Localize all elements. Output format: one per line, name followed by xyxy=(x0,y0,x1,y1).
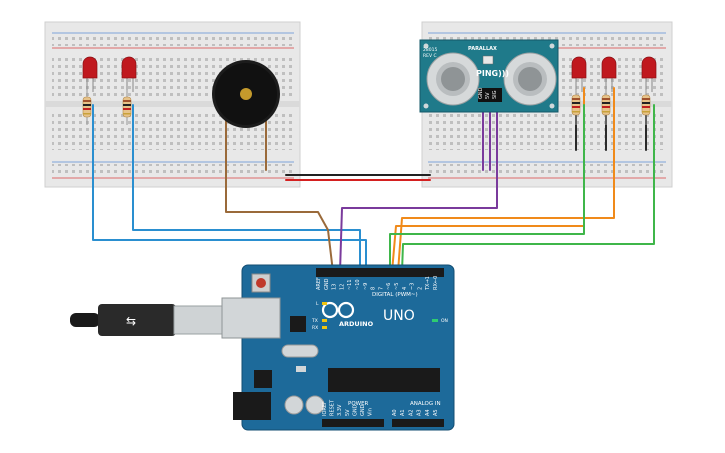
power-pin-label-5: GND xyxy=(360,404,366,416)
digital-pin-label-8: 7 xyxy=(378,287,384,290)
digital-pin-label-1: GND xyxy=(324,278,330,290)
wire-green-led-a xyxy=(389,104,585,273)
digital-pin-label-11: 4 xyxy=(402,287,408,290)
power-rail-bottom-right xyxy=(428,164,666,176)
usb-icon: ⇆ xyxy=(126,314,136,328)
digital-pin-label-12: ~3 xyxy=(410,283,416,290)
sensor-pin-5v: 5V xyxy=(485,92,491,99)
analog-pin-label-5: A5 xyxy=(433,409,439,416)
power-rail-bottom xyxy=(52,164,294,176)
sensor-pin-sig: SIG xyxy=(492,90,498,99)
sensor-name: PING))) xyxy=(476,69,509,78)
led-label-rx: RX xyxy=(312,325,318,331)
resistor-3 xyxy=(571,90,581,125)
wire-blue-led2 xyxy=(132,104,361,273)
digital-pin-label-6: ~9 xyxy=(363,283,369,290)
power-pin-label-3: 5V xyxy=(345,409,351,416)
led-label-on: ON xyxy=(441,318,448,324)
wires xyxy=(92,87,655,273)
power-pin-label-6: Vin xyxy=(368,408,374,416)
usb-b-connector xyxy=(173,305,223,335)
analog-header xyxy=(392,419,444,427)
power-header xyxy=(322,419,384,427)
center-channel xyxy=(45,101,300,107)
digital-pin-label-10: ~5 xyxy=(394,283,400,290)
wire-purple-sensor xyxy=(339,142,498,273)
sensor-header xyxy=(478,88,502,102)
led-red-3 xyxy=(571,56,587,92)
led-label-l: L xyxy=(316,301,319,307)
arduino-usb-jack xyxy=(221,297,281,339)
power-pin-label-1: RESET xyxy=(330,399,336,416)
arduino-model: UNO xyxy=(383,308,415,324)
analog-pin-label-4: A4 xyxy=(425,409,431,416)
reset-button[interactable] xyxy=(256,278,266,288)
analog-pin-label-2: A2 xyxy=(408,409,414,416)
piezo-buzzer xyxy=(212,60,280,128)
digital-pin-label-4: ~11 xyxy=(347,279,353,290)
led-red-4 xyxy=(601,56,617,92)
sensor-brand: PARALLAX xyxy=(468,46,497,52)
digital-header-label: DIGITAL (PWM~) xyxy=(372,292,418,298)
resistor-2 xyxy=(122,90,132,125)
digital-pin-label-0: AREF xyxy=(316,277,322,290)
digital-pin-label-13: 2 xyxy=(417,287,423,290)
usb-cable: ⇆ xyxy=(70,304,223,336)
resistor-4 xyxy=(601,90,611,125)
wire-green-led-b xyxy=(401,104,655,273)
digital-header xyxy=(316,268,444,277)
sensor-revision: REV C xyxy=(423,53,437,59)
led-red-5 xyxy=(641,56,657,92)
ultrasonic-sensor: 28015 REV C PARALLAX PING))) GND 5V SIG xyxy=(419,39,559,113)
digital-pin-label-14: TX→1 xyxy=(425,276,431,291)
digital-pin-label-3: 12 xyxy=(339,284,345,290)
resistor-1 xyxy=(82,90,92,125)
terminal-strip-lower-right xyxy=(428,112,666,150)
wire-brown-buzzer xyxy=(225,149,334,273)
power-pin-label-2: 3.3V xyxy=(337,404,343,416)
analog-pin-label-1: A1 xyxy=(400,409,406,416)
digital-pin-label-15: RX←0 xyxy=(433,276,439,290)
arduino-logo-left xyxy=(321,301,339,319)
arduino-brand: ARDUINO xyxy=(339,320,374,328)
analog-pin-label-0: A0 xyxy=(392,409,398,416)
power-label: POWER xyxy=(348,401,369,407)
led-red-1 xyxy=(82,56,98,92)
analog-label: ANALOG IN xyxy=(410,401,441,407)
led-red-2 xyxy=(121,56,137,92)
digital-pin-label-7: 8 xyxy=(371,287,377,290)
sensor-led xyxy=(482,55,494,65)
digital-pin-label-5: ~10 xyxy=(355,279,361,290)
sensor-pin-gnd: GND xyxy=(478,87,484,99)
analog-pin-label-3: A3 xyxy=(417,409,423,416)
digital-pin-label-9: ~6 xyxy=(386,283,392,290)
arduino-power-jack xyxy=(233,392,271,420)
resistor-5 xyxy=(641,90,651,125)
power-pin-label-4: GND xyxy=(352,404,358,416)
wire-blue-led1 xyxy=(92,104,367,273)
atmega-chip xyxy=(328,368,440,392)
wire-orange-led xyxy=(397,87,615,273)
sensor-model-code: 28015 xyxy=(423,47,437,53)
power-pin-label-0: IOREF xyxy=(322,401,328,416)
led-label-tx: TX xyxy=(311,318,318,324)
power-rail-top xyxy=(52,35,294,46)
digital-pin-label-2: 13 xyxy=(332,284,338,290)
arduino-logo-right xyxy=(337,301,355,319)
